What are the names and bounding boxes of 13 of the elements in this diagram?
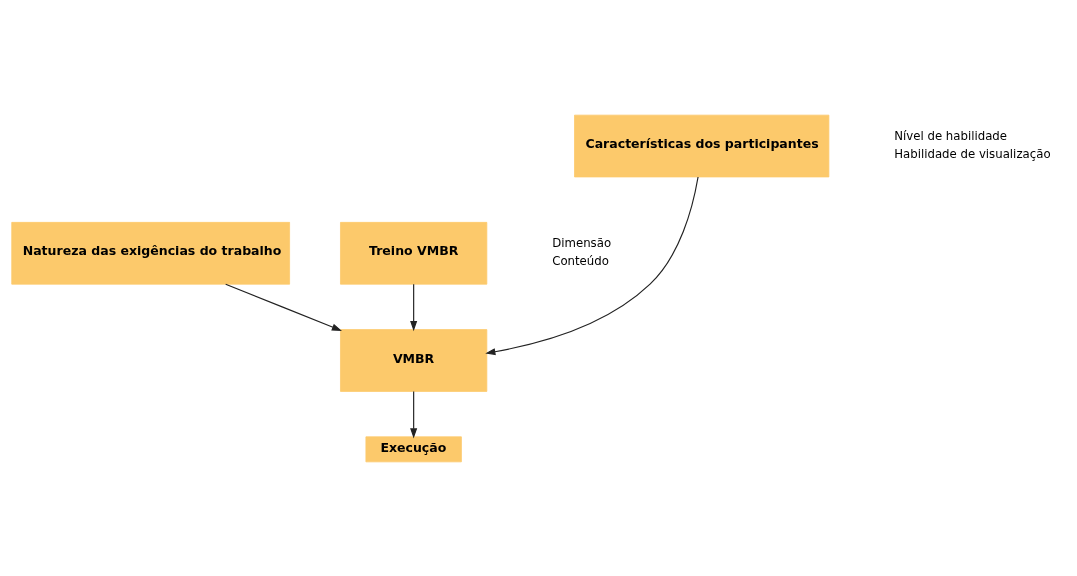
arrow [410,283,418,331]
node-label: Conteúdo [552,253,609,268]
node-label: Habilidade de visualização [894,146,1051,161]
node-box: Natureza das exigências do trabalho [11,221,290,285]
arrow [485,175,699,355]
node-label: Nível de habilidade [894,128,1008,143]
node-label: Dimensão [552,235,612,250]
arrow [225,283,342,331]
node-box: Execução [365,435,462,462]
node-box: VMBR [340,328,488,392]
arrow [410,390,418,438]
node-box: Características dos participantes [574,114,830,177]
node-box: Treino VMBR [340,221,488,285]
